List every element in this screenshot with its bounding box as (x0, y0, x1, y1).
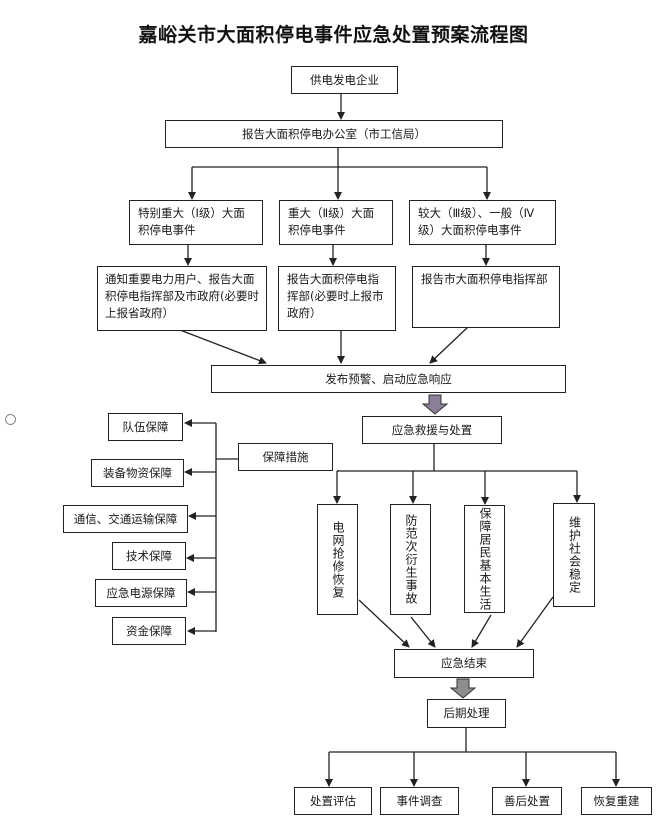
node-label: 通信、交通运输保障 (73, 511, 178, 526)
node-action-grid-repair: 电网抢修恢复 (317, 504, 358, 615)
node-label: 应急电源保障 (106, 585, 176, 600)
arrow-report1-warning (179, 329, 267, 365)
node-report-2: 报告大面积停电指挥部(必要时上报市政府） (278, 266, 396, 331)
node-label: 处置评估 (310, 793, 356, 808)
node-report-office: 报告大面积停电办公室（市工信局） (165, 120, 503, 148)
node-guarantee-comm-transport: 通信、交通运输保障 (63, 505, 188, 533)
big-arrow-end-aftermath (449, 678, 477, 699)
node-guarantee-power-supply: 应急电源保障 (95, 579, 187, 607)
node-guarantee-funds: 资金保障 (112, 617, 186, 645)
arrow-action3-end (471, 614, 492, 648)
node-label: 供电发电企业 (310, 72, 379, 87)
node-label: 防范次衍生事故 (404, 514, 418, 605)
radio-circle-icon (5, 414, 16, 425)
node-label: 重大（Ⅱ级）大面积停电事件 (288, 206, 375, 237)
node-label: 报告大面积停电指挥部(必要时上报市政府） (287, 272, 384, 320)
node-label: 报告大面积停电办公室（市工信局） (242, 126, 426, 141)
node-measures: 保障措施 (238, 443, 333, 471)
node-label: 保障居民基本生活 (478, 507, 492, 611)
node-guarantee-equipment: 装备物资保障 (91, 459, 184, 487)
node-label: 善后处置 (504, 793, 550, 808)
node-guarantee-tech: 技术保障 (112, 542, 186, 570)
flowchart-title: 嘉峪关市大面积停电事件应急处置预案流程图 (138, 24, 529, 46)
arrow-action1-end (358, 599, 410, 648)
node-action-social-stability: 维护社会稳定 (553, 503, 595, 607)
node-report-3: 报告市大面积停电指挥部 (412, 266, 560, 328)
arrow-action2-end (410, 616, 436, 648)
node-emergency-end: 应急结束 (394, 649, 534, 678)
node-action-prevent-secondary: 防范次衍生事故 (390, 504, 431, 615)
node-final-rebuild: 恢复重建 (581, 787, 652, 815)
node-label: 队伍保障 (122, 419, 169, 434)
node-level-2: 重大（Ⅱ级）大面积停电事件 (279, 200, 393, 245)
node-aftermath: 后期处理 (427, 699, 506, 728)
node-final-aftercare: 善后处置 (492, 787, 562, 815)
node-label: 恢复重建 (593, 793, 640, 808)
node-label: 资金保障 (126, 623, 172, 638)
node-guarantee-team: 队伍保障 (108, 413, 183, 441)
node-label: 后期处理 (443, 706, 490, 720)
node-rescue: 应急救援与处置 (362, 416, 502, 444)
node-label: 电网抢修恢复 (331, 520, 345, 599)
node-label: 通知重要电力用户、报告大面积停电指挥部及市政府(必要时上报省政府） (105, 272, 259, 320)
node-label: 维护社会稳定 (567, 516, 582, 594)
node-label: 装备物资保障 (103, 465, 172, 480)
node-label: 事件调查 (396, 793, 443, 808)
big-arrow-warning-rescue (421, 394, 449, 415)
node-label: 保障措施 (262, 449, 309, 464)
node-final-assessment: 处置评估 (294, 787, 372, 815)
node-level-1: 特别重大（Ⅰ级）大面积停电事件 (129, 200, 263, 245)
node-level-3: 较大（Ⅲ级）、一般（Ⅳ级）大面积停电事件 (409, 200, 556, 245)
node-power-company: 供电发电企业 (291, 66, 398, 94)
node-label: 发布预警、启动应急响应 (325, 371, 452, 386)
arrow-report3-warning (429, 326, 469, 364)
node-label: 应急救援与处置 (391, 422, 473, 437)
node-label: 较大（Ⅲ级）、一般（Ⅳ级）大面积停电事件 (418, 206, 535, 237)
node-final-investigation: 事件调查 (380, 787, 459, 815)
arrow-action4-end (516, 596, 554, 648)
node-warning: 发布预警、启动应急响应 (211, 365, 566, 393)
node-action-resident-life: 保障居民基本生活 (464, 505, 505, 613)
node-report-1: 通知重要电力用户、报告大面积停电指挥部及市政府(必要时上报省政府） (97, 266, 267, 331)
node-label: 报告市大面积停电指挥部 (421, 272, 548, 286)
node-label: 技术保障 (126, 548, 172, 563)
node-label: 特别重大（Ⅰ级）大面积停电事件 (138, 206, 245, 237)
node-label: 应急结束 (441, 656, 487, 670)
